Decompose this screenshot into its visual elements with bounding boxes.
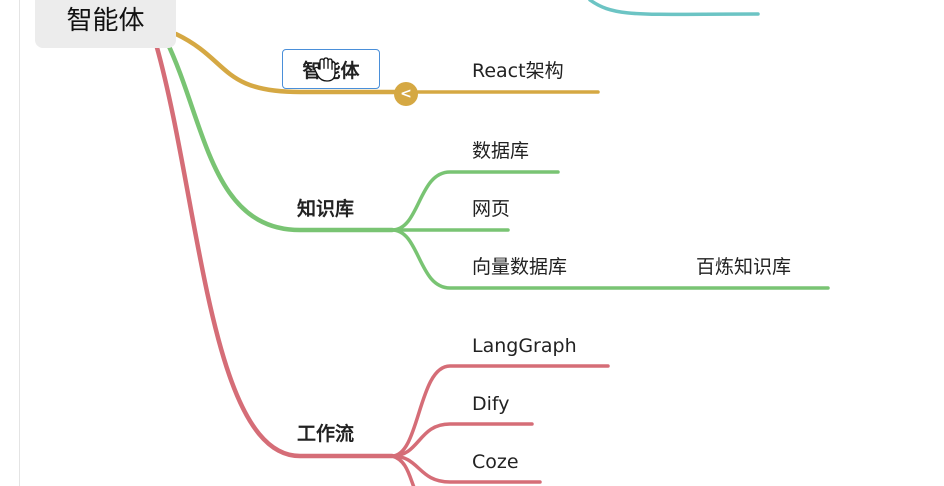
root-node[interactable]: 智能体 bbox=[35, 0, 176, 48]
green-child-connector-3 bbox=[390, 228, 830, 290]
node-workflow[interactable]: 工作流 bbox=[297, 423, 355, 445]
red-child-connector-4 bbox=[390, 454, 416, 486]
node-webpage[interactable]: 网页 bbox=[472, 198, 511, 220]
green-child-connector-1 bbox=[390, 170, 560, 232]
red-child-connector-1 bbox=[390, 364, 610, 458]
collapse-button[interactable]: < bbox=[394, 82, 418, 106]
teal-branch-connector bbox=[588, 0, 760, 17]
gold-branch-connector bbox=[173, 31, 398, 95]
node-langgraph[interactable]: LangGraph bbox=[472, 335, 577, 357]
node-bailian-knowledge-base[interactable]: 百炼知识库 bbox=[696, 256, 792, 278]
root-node-label: 智能体 bbox=[66, 5, 145, 36]
hand-cursor-icon bbox=[314, 57, 336, 82]
chevron-left-icon: < bbox=[400, 86, 412, 102]
red-branch-connector bbox=[153, 41, 395, 459]
red-child-connector-3 bbox=[390, 454, 542, 484]
node-react-architecture[interactable]: React架构 bbox=[472, 60, 564, 82]
node-coze[interactable]: Coze bbox=[472, 451, 519, 473]
node-vector-database[interactable]: 向量数据库 bbox=[472, 256, 568, 278]
node-dify[interactable]: Dify bbox=[472, 393, 510, 415]
red-child-connector-2 bbox=[390, 422, 534, 458]
green-branch-connector bbox=[163, 37, 395, 233]
canvas-left-border bbox=[19, 0, 20, 486]
node-database[interactable]: 数据库 bbox=[472, 140, 530, 162]
node-knowledge-base[interactable]: 知识库 bbox=[297, 198, 355, 220]
